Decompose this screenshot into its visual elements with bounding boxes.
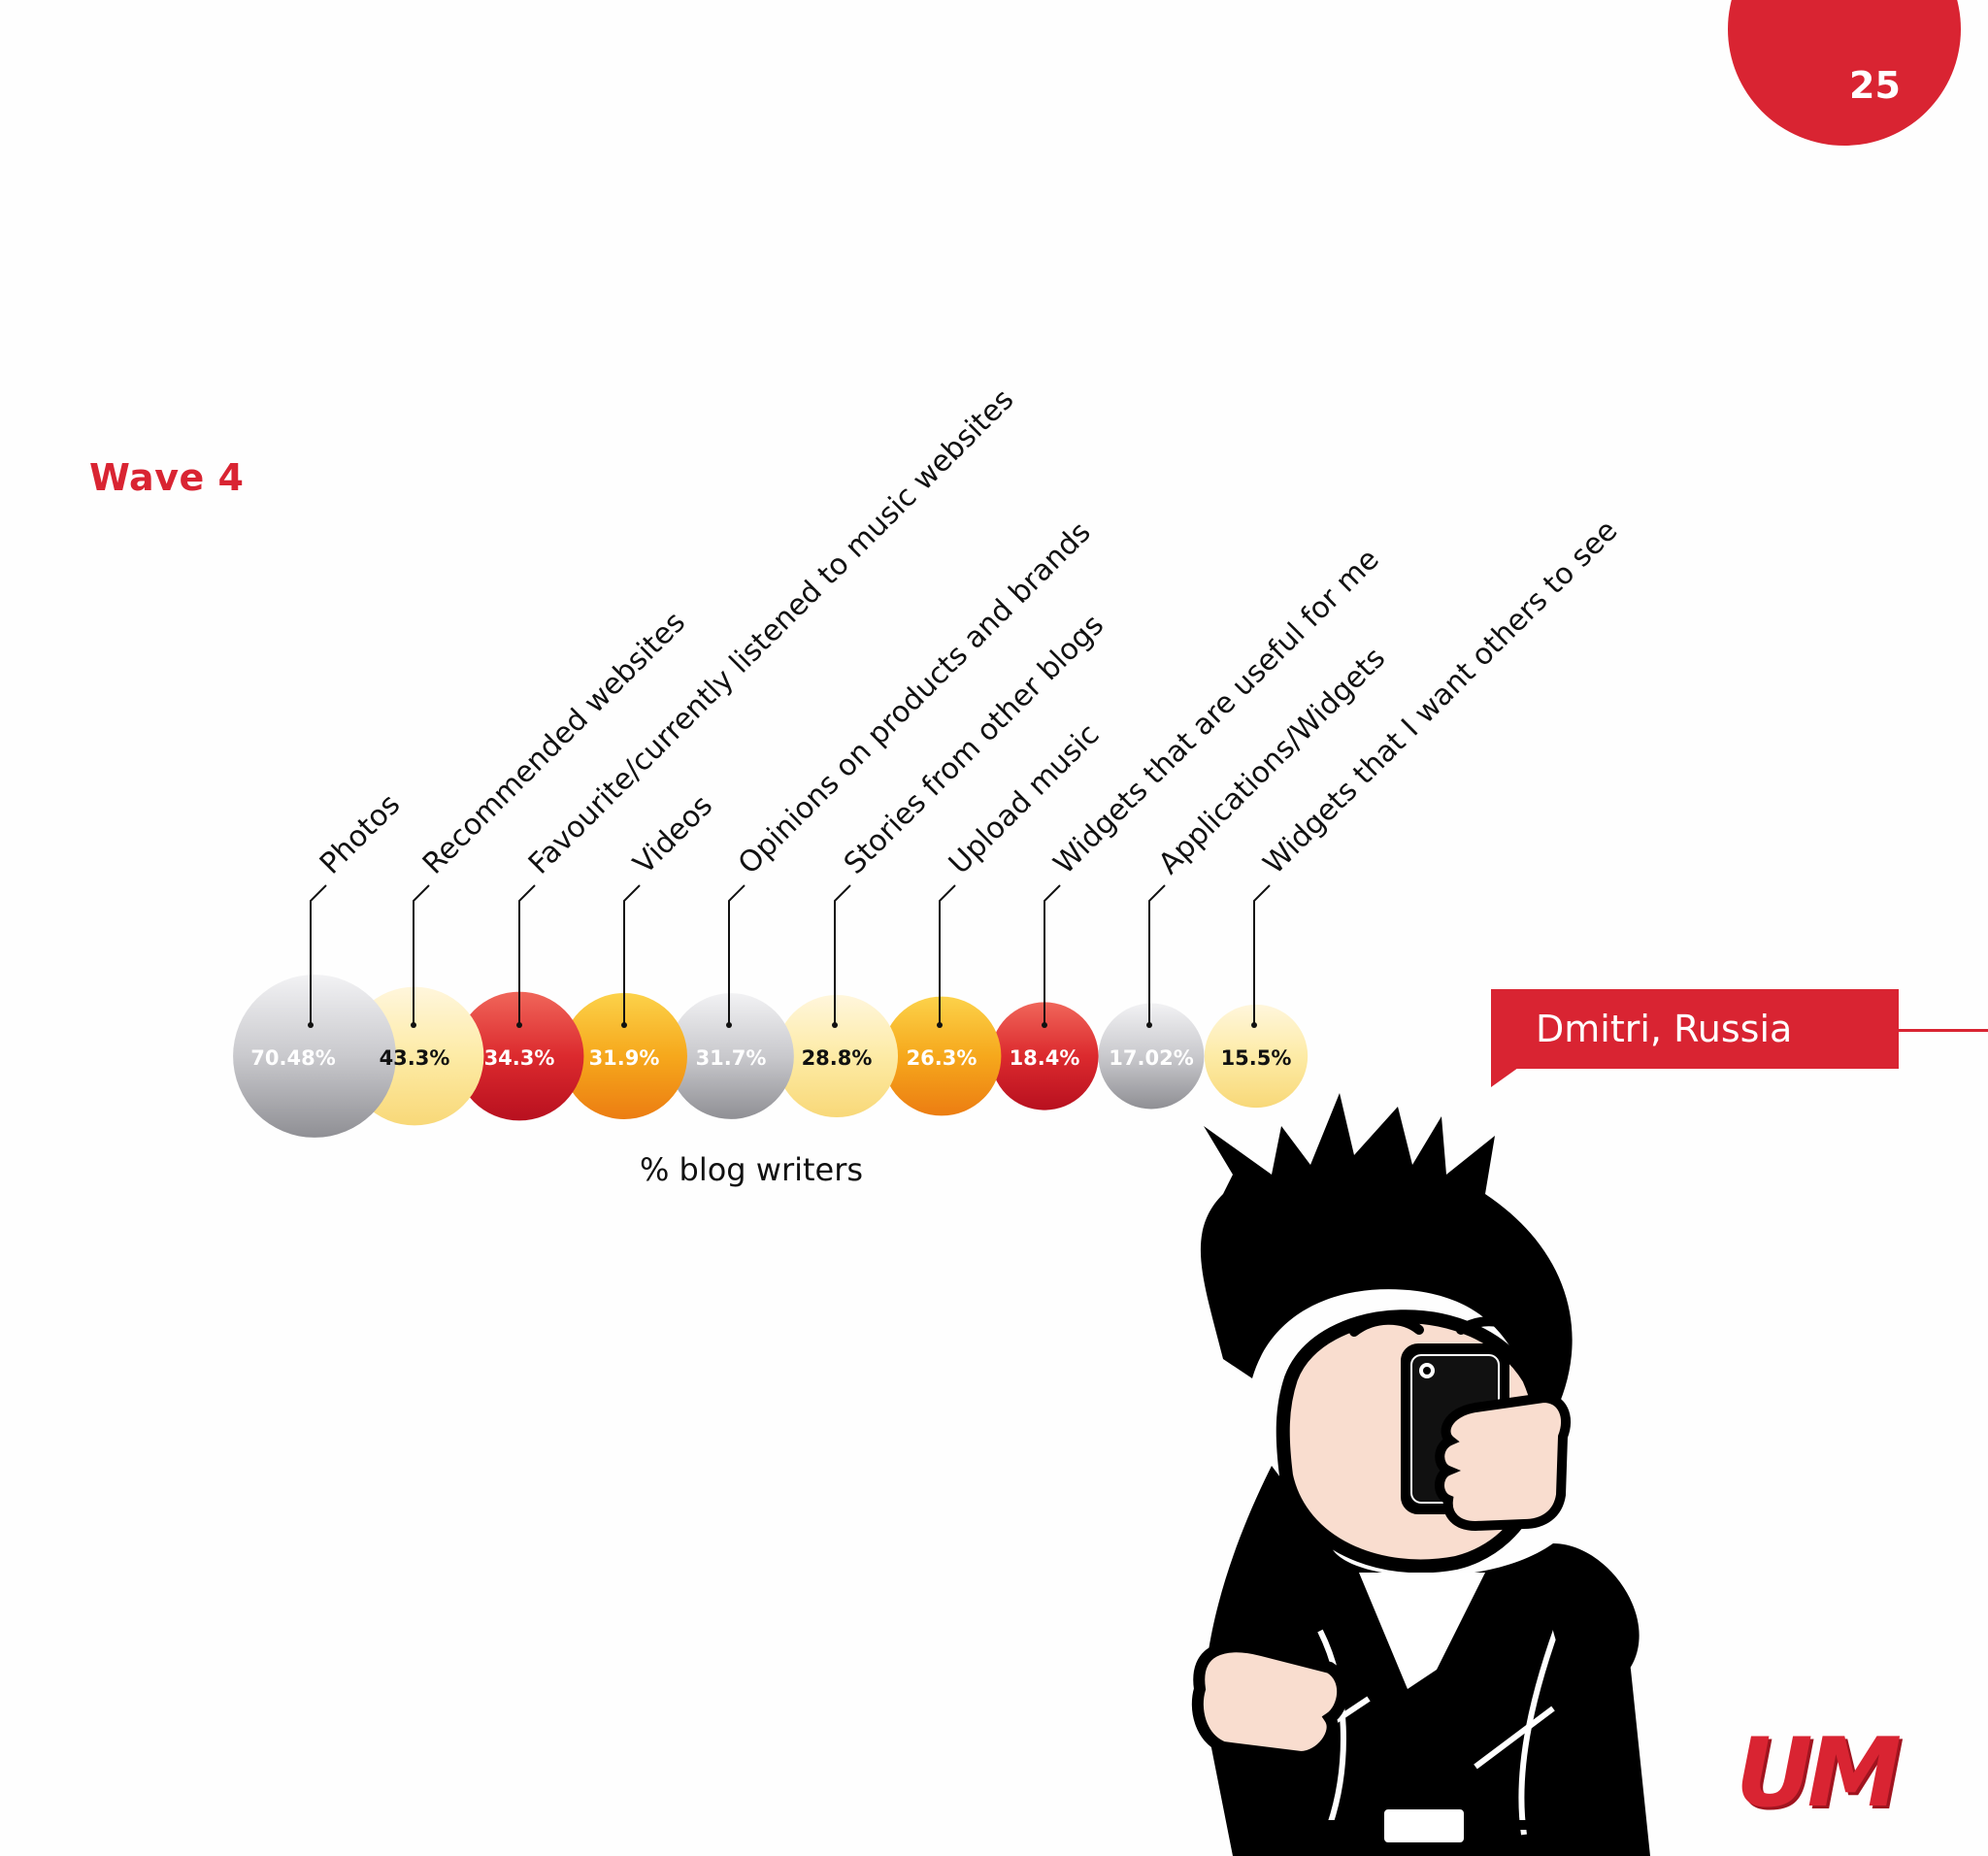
leader-line — [623, 884, 641, 1026]
leader-line — [310, 884, 327, 1026]
wave-title: Wave 4 — [89, 456, 245, 499]
leader-dot — [621, 1022, 627, 1028]
bubble-1 — [233, 975, 396, 1138]
value-label: 70.48% — [250, 1046, 335, 1070]
page-number: 25 — [1849, 64, 1901, 107]
category-label: Videos — [627, 788, 719, 880]
leader-dot — [1042, 1022, 1047, 1028]
value-label: 18.4% — [1010, 1046, 1080, 1070]
bubble-7 — [881, 996, 1002, 1116]
callout-connector — [1899, 1029, 1988, 1032]
bubble-10 — [1204, 1004, 1309, 1109]
value-label: 28.8% — [802, 1046, 873, 1070]
leader-line — [939, 884, 956, 1026]
character-illustration — [1191, 1093, 1650, 1856]
leader-line — [1253, 884, 1271, 1026]
leader-dot — [308, 1022, 314, 1028]
leader-line — [1044, 884, 1061, 1026]
leader-dot — [832, 1022, 838, 1028]
bubble-4 — [561, 993, 687, 1119]
value-label: 31.9% — [589, 1046, 660, 1070]
bubble-6 — [775, 994, 899, 1118]
category-label: Favourite/currently listened to music we… — [522, 382, 1020, 880]
bubble-9 — [1098, 1003, 1205, 1110]
leader-dot — [516, 1022, 522, 1028]
callout-label: Dmitri, Russia — [1491, 989, 1899, 1069]
callout-tail — [1491, 1068, 1518, 1087]
value-label: 26.3% — [907, 1046, 977, 1070]
category-label: Photos — [314, 787, 407, 880]
value-label: 43.3% — [380, 1046, 450, 1070]
leader-line — [518, 884, 536, 1026]
leader-dot — [1251, 1022, 1257, 1028]
leader-line — [1148, 884, 1166, 1026]
um-logo: UM — [1736, 1718, 1902, 1829]
value-label: 31.7% — [696, 1046, 767, 1070]
leader-line — [834, 884, 851, 1026]
leader-line — [728, 884, 746, 1026]
value-label: 34.3% — [484, 1046, 555, 1070]
bubble-8 — [990, 1002, 1099, 1110]
leader-dot — [937, 1022, 943, 1028]
value-label: 15.5% — [1221, 1046, 1292, 1070]
value-label: 17.02% — [1109, 1046, 1193, 1070]
leader-line — [413, 884, 430, 1026]
bubble-5 — [668, 993, 794, 1119]
bubble-3 — [454, 991, 584, 1121]
leader-dot — [726, 1022, 732, 1028]
x-axis-label: % blog writers — [640, 1151, 863, 1188]
leader-dot — [411, 1022, 416, 1028]
leader-dot — [1146, 1022, 1152, 1028]
